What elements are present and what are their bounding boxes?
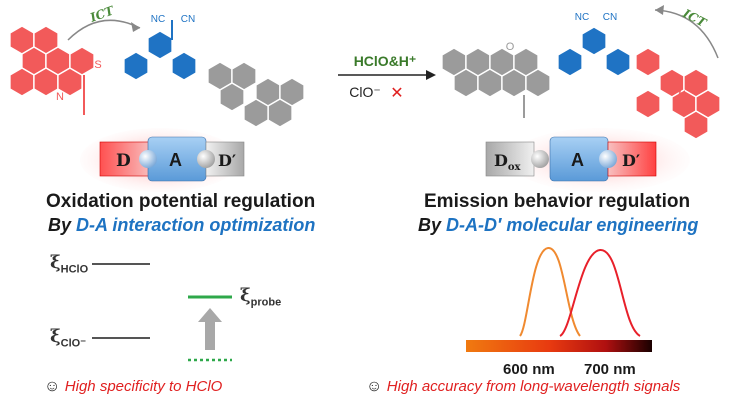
ict-arrow-left-head — [131, 22, 140, 32]
ict-arrow-left — [67, 19, 141, 41]
right-title: Emission behavior regulation — [424, 191, 691, 212]
left-acceptor-ring — [147, 30, 173, 60]
ict-label-left: ICT — [87, 3, 116, 25]
right-dad-module: Dox A D′ — [485, 128, 690, 192]
left-dad-module: D A D′ — [80, 128, 245, 192]
spectrum-bar — [466, 340, 652, 352]
tick-600nm: 600 nm — [503, 361, 555, 378]
emission-peak-700 — [559, 248, 641, 337]
right-n-atom: N — [678, 89, 686, 101]
left-acceptor-ring — [123, 51, 149, 81]
right-dprime-ring — [683, 110, 709, 140]
left-acceptor-ring — [171, 51, 197, 81]
left-cn-label: CN — [181, 14, 195, 25]
left-subtitle-highlight: D-A interaction optimization — [76, 215, 316, 235]
right-dprime-ring — [635, 89, 661, 119]
left-donor-ring — [33, 67, 59, 97]
level-up-arrow — [198, 308, 222, 350]
reagent-hclo: HClO&H⁺ — [354, 53, 417, 69]
label-xi-probe: ξprobe — [240, 285, 282, 309]
right-molecule: O NC CN N — [441, 12, 721, 140]
right-subtitle-prefix: By — [418, 215, 447, 235]
emission-peak-600 — [519, 247, 581, 337]
reagent-cross-icon: ✕ — [390, 83, 403, 102]
right-dprime-ring — [635, 47, 661, 77]
left-dprime-label: D′ — [218, 151, 236, 170]
footer-left-text: High specificity to HClO — [64, 378, 223, 395]
footer-right-text: High accuracy from long-wavelength signa… — [386, 378, 681, 395]
left-dprime-ring — [219, 82, 245, 112]
right-dprime-label: D′ — [622, 151, 640, 170]
left-title: Oxidation potential regulation — [46, 191, 316, 212]
left-subtitle: By D-A interaction optimization — [48, 215, 315, 236]
reagent-clo: ClO⁻ — [349, 84, 381, 100]
right-dox-label: Dox — [494, 151, 522, 173]
right-acceptor-ring — [605, 47, 631, 77]
left-donor-ring — [69, 46, 95, 76]
left-donor-label: D — [116, 151, 131, 171]
ict-arrow-right-head — [655, 5, 664, 15]
label-xi-clo: ξClO⁻ — [50, 326, 87, 350]
right-dox-ring — [525, 68, 551, 98]
smiley-icon: ☺ — [366, 378, 383, 395]
left-nc-label: NC — [151, 14, 165, 25]
left-dprime-ring — [243, 98, 269, 128]
right-dox-ring — [453, 68, 479, 98]
footer-left: ☺ High specificity to HClO — [44, 378, 222, 396]
left-s-atom: S — [94, 59, 101, 71]
reaction-arrow-head — [426, 70, 436, 80]
left-donor-ring — [9, 67, 35, 97]
left-molecule: N S NC CN — [9, 14, 305, 128]
right-subtitle-highlight: D-A-D′ molecular engineering — [446, 215, 699, 235]
right-o-atom: O — [506, 41, 515, 53]
tick-700nm: 700 nm — [584, 361, 636, 378]
smiley-icon: ☺ — [44, 378, 61, 395]
ict-arrow-right — [654, 9, 719, 59]
left-dprime-ring — [267, 98, 293, 128]
right-nc-label: NC — [575, 12, 589, 23]
footer-right: ☺ High accuracy from long-wavelength sig… — [366, 378, 680, 396]
label-xi-hclo: ξHClO — [50, 252, 89, 276]
left-n-atom: N — [56, 91, 64, 103]
right-cn-label: CN — [603, 12, 617, 23]
right-acceptor-label: A — [571, 150, 584, 170]
ict-label-right: ICT — [680, 6, 710, 31]
left-acceptor-label: A — [169, 150, 182, 170]
right-acceptor-ring — [557, 47, 583, 77]
left-subtitle-prefix: By — [48, 215, 77, 235]
right-acceptor-ring — [581, 26, 607, 56]
right-subtitle: By D-A-D′ molecular engineering — [418, 215, 698, 236]
